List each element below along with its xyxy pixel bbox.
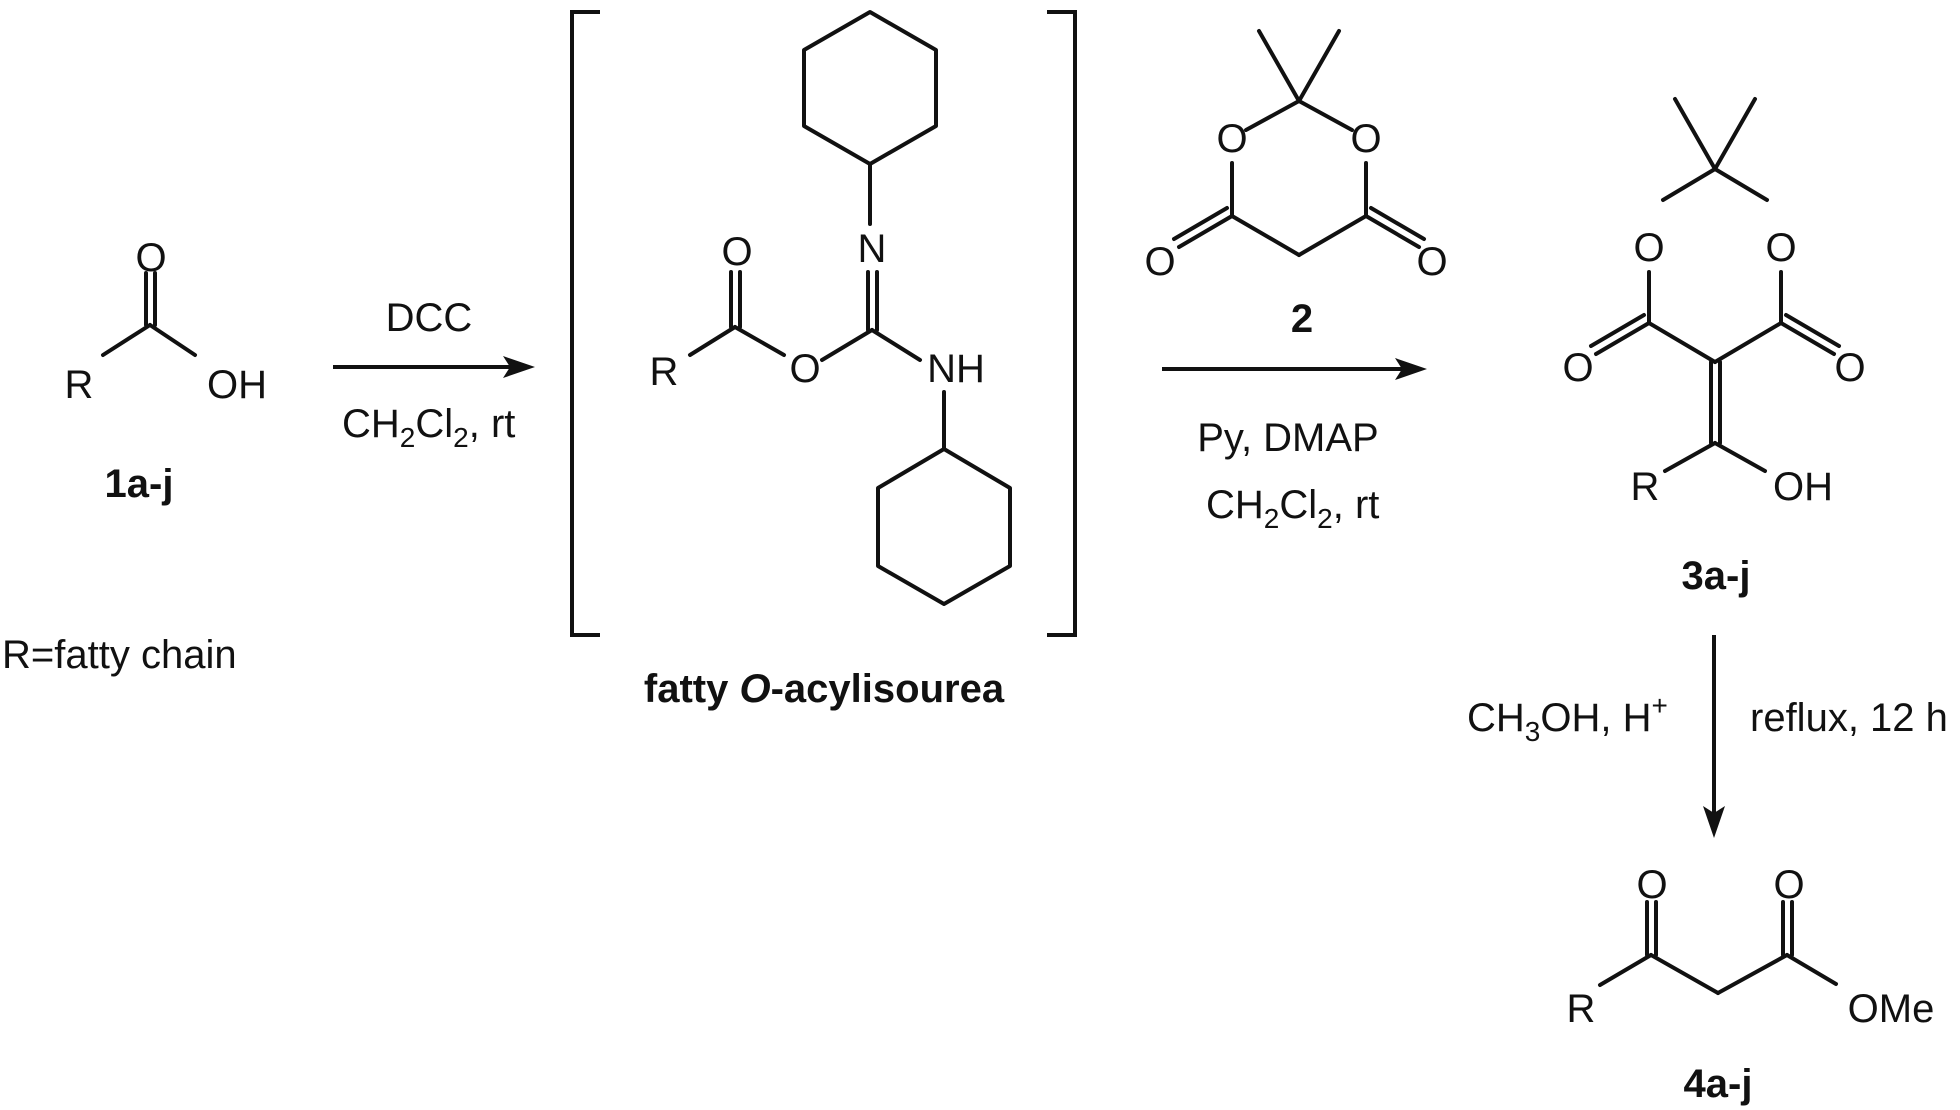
compound-label-3: 3a-j <box>1682 554 1751 598</box>
step3-reagent: CH3OH, H+ <box>1467 690 1668 747</box>
r-group-definition: R=fatty chain <box>2 633 237 677</box>
step2-solvent: CH2Cl2, rt <box>1206 483 1379 534</box>
atom-label: R <box>1631 465 1660 509</box>
atom-label: O <box>1416 240 1447 284</box>
atom-label: O <box>1834 346 1865 390</box>
beta-ketoester-structure: O O R OMe <box>1567 863 1935 1031</box>
atom-label: O <box>135 236 166 280</box>
atom-label: O <box>789 347 820 391</box>
atom-label: O <box>1765 226 1796 270</box>
step1-solvent: CH2Cl2, rt <box>342 402 515 453</box>
atom-label: N <box>858 227 887 271</box>
atom-label: NH <box>927 347 985 391</box>
meldrums-acid-structure: O O O O <box>1144 29 1448 284</box>
atom-label: OMe <box>1848 987 1935 1031</box>
atom-label: R <box>650 350 679 394</box>
atom-label: R <box>65 363 94 407</box>
atom-label: O <box>1562 346 1593 390</box>
atom-label: OH <box>207 363 267 407</box>
step3-conditions: reflux, 12 h <box>1750 696 1948 740</box>
atom-label: OH <box>1773 465 1833 509</box>
step3-arrow <box>1703 635 1725 838</box>
step2-arrow <box>1162 358 1427 380</box>
atom-label: O <box>1350 117 1381 161</box>
atom-label: O <box>721 230 752 274</box>
o-acylisourea-structure: N O NH O R <box>570 10 1077 637</box>
step2-base: Py, DMAP <box>1197 416 1379 460</box>
step1-reagent: DCC <box>386 296 473 340</box>
carboxylic-acid-structure: O R OH <box>65 236 267 407</box>
compound-label-1: 1a-j <box>105 462 174 506</box>
atom-label: O <box>1636 863 1667 907</box>
step1-arrow <box>333 356 535 378</box>
atom-label: O <box>1144 240 1175 284</box>
compound-label-2: 2 <box>1291 297 1313 341</box>
compound-label-intermediate: fatty O-acylisourea <box>644 667 1005 711</box>
acyl-meldrums-acid-structure: O O O O R OH <box>1562 97 1866 509</box>
atom-label: O <box>1633 226 1664 270</box>
atom-label: O <box>1773 863 1804 907</box>
compound-label-4: 4a-j <box>1684 1062 1753 1106</box>
atom-label: O <box>1216 117 1247 161</box>
atom-label: R <box>1567 987 1596 1031</box>
